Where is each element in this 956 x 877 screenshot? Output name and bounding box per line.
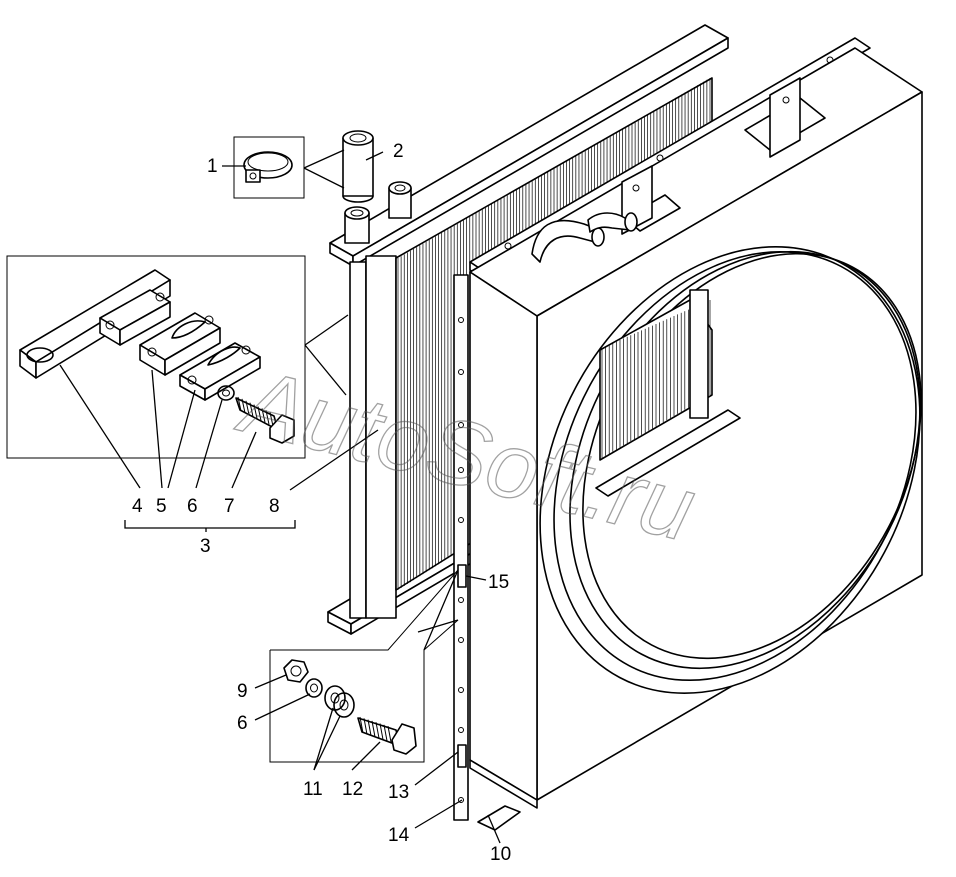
callout-8: 8 [269, 496, 280, 517]
callout-4: 4 [132, 496, 143, 517]
fan-ring [539, 246, 922, 694]
clip-15 [457, 564, 467, 588]
callout-1: 1 [207, 156, 218, 177]
detail-fasteners [269, 569, 459, 763]
detail-clamp-pipe [233, 130, 374, 203]
callout-3: 3 [200, 536, 211, 557]
bolt [235, 396, 295, 444]
fan-shroud [453, 47, 923, 831]
callout-9: 9 [237, 681, 248, 702]
callout-13: 13 [388, 782, 409, 803]
top-bracket-right [744, 77, 826, 158]
hose-clamp [243, 151, 293, 179]
lock-washer [305, 678, 323, 698]
washer [217, 385, 235, 401]
top-hose [531, 212, 638, 263]
callout-6: 6 [187, 496, 198, 517]
detail-bracket-kit [6, 255, 349, 459]
clip-13 [457, 744, 467, 768]
callout-2: 2 [393, 141, 404, 162]
callout-12: 12 [342, 779, 363, 800]
drain-slot [477, 805, 521, 831]
callout-11: 11 [303, 779, 323, 800]
top-pipe-right [388, 181, 412, 219]
callout-14: 14 [388, 825, 410, 846]
short-pipe [342, 130, 374, 203]
callout-7: 7 [224, 496, 235, 517]
shroud-side-face [469, 271, 538, 801]
bolt-12 [357, 716, 417, 755]
leader-lines [59, 151, 501, 844]
top-pipe-left [344, 206, 370, 244]
callout-labels: 1 2 3 4 5 6 7 8 9 6 10 11 12 13 14 15 [132, 141, 511, 865]
callout-6-fastener: 6 [237, 713, 248, 734]
callout-10: 10 [490, 844, 511, 865]
callout-5: 5 [156, 496, 167, 517]
hex-nut [283, 659, 309, 683]
shroud-mounting-strip [453, 274, 469, 821]
clamp-half-upper [139, 312, 221, 376]
callout-15: 15 [488, 572, 509, 593]
mounting-plate [19, 269, 171, 379]
bracket-detail-frame [6, 255, 306, 459]
flat-washers [324, 685, 355, 718]
